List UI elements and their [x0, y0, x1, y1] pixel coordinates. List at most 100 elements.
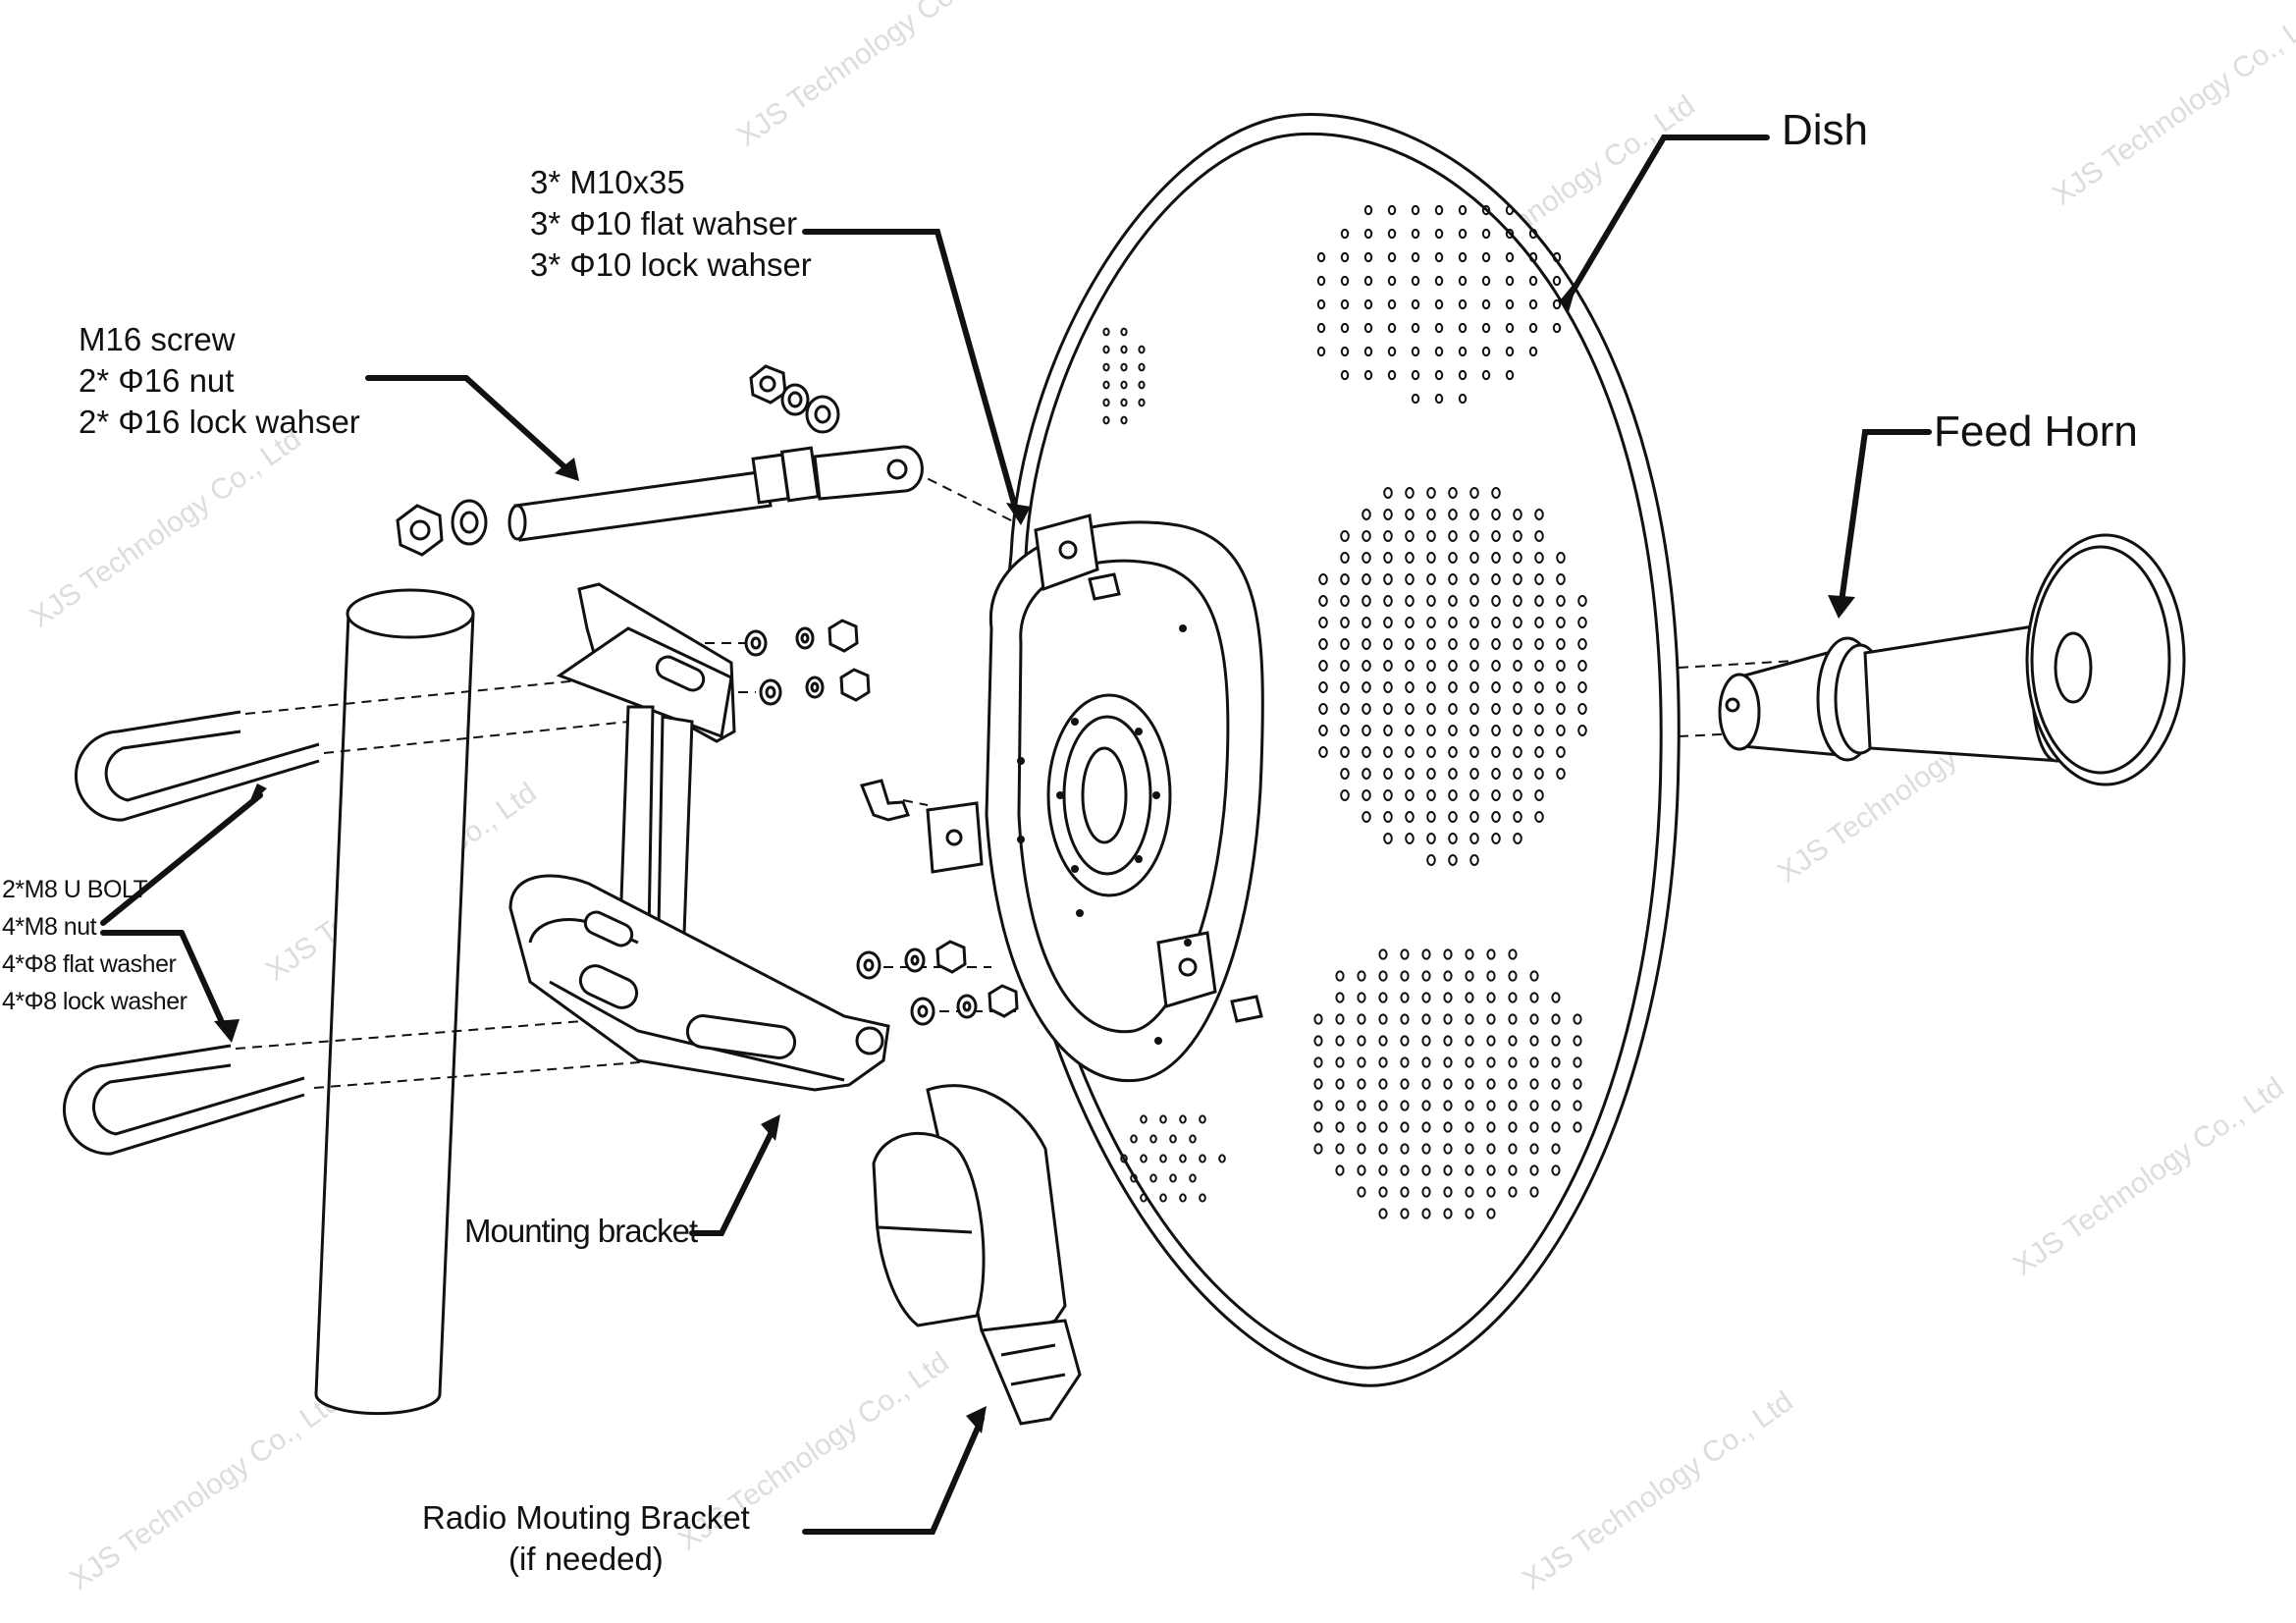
perforation-hole	[1405, 573, 1415, 585]
perforation-hole	[1448, 552, 1458, 564]
perforation-hole	[1491, 617, 1501, 628]
perforation-hole	[1387, 346, 1397, 357]
perforation-hole	[1513, 746, 1522, 758]
perforation-hole	[1469, 833, 1479, 844]
perforation-hole	[1387, 322, 1397, 334]
perforation-hole	[1481, 322, 1491, 334]
perforation-hole	[1556, 617, 1566, 628]
perforation-hole	[1426, 725, 1436, 736]
perforation-hole	[1426, 768, 1436, 780]
perforation-hole	[1458, 393, 1468, 405]
svg-text:XJS Technology Co., Ltd: XJS Technology Co., Ltd	[2007, 1071, 2290, 1282]
perforation-hole	[1556, 768, 1566, 780]
perforation-hole	[1383, 638, 1393, 650]
leader-lines	[100, 135, 1932, 1535]
perforation-hole	[1318, 681, 1328, 693]
perforation-hole	[1491, 595, 1501, 607]
perforation-hole	[1318, 746, 1328, 758]
perforation-hole	[1577, 660, 1587, 672]
perforation-hole	[1362, 530, 1371, 542]
perforation-hole	[1313, 1143, 1323, 1155]
perforation-hole	[1448, 768, 1458, 780]
perforation-hole	[1426, 811, 1436, 823]
perforation-hole	[1481, 369, 1491, 381]
perforation-hole	[1318, 638, 1328, 650]
perforation-hole	[1169, 1134, 1177, 1144]
perforation-hole	[1465, 1078, 1474, 1090]
perforation-hole	[1426, 703, 1436, 715]
perforation-hole	[1405, 509, 1415, 520]
perforation-hole	[1573, 1013, 1582, 1025]
svg-text:XJS Technology Co., Ltd: XJS Technology Co., Ltd	[2047, 1, 2296, 212]
perforation-hole	[1421, 1208, 1431, 1219]
perforation-hole	[1529, 1186, 1539, 1198]
perforation-hole	[1469, 638, 1479, 650]
perforation-hole	[1383, 768, 1393, 780]
u-bolt-lower	[63, 1044, 305, 1156]
perforation-hole	[1405, 833, 1415, 844]
perforation-hole	[1469, 595, 1479, 607]
perforation-hole	[1486, 1013, 1496, 1025]
perforation-hole	[1508, 1013, 1518, 1025]
perforation-hole	[1169, 1173, 1177, 1183]
perforation-hole	[1405, 681, 1415, 693]
perforation-hole	[1426, 552, 1436, 564]
perforation-hole	[1434, 275, 1444, 287]
perforation-hole	[1448, 660, 1458, 672]
perforation-hole	[1534, 703, 1544, 715]
perforation-hole	[1481, 275, 1491, 287]
perforation-hole	[1362, 595, 1371, 607]
perforation-hole	[1426, 530, 1436, 542]
perforation-hole	[1383, 487, 1393, 499]
perforation-hole	[1363, 204, 1373, 216]
perforation-hole	[1505, 275, 1515, 287]
perforation-hole	[1481, 228, 1491, 240]
perforation-hole	[1357, 1143, 1366, 1155]
perforation-hole	[1421, 970, 1431, 982]
perforation-hole	[1469, 509, 1479, 520]
perforation-hole	[1469, 725, 1479, 736]
perforation-hole	[1513, 509, 1522, 520]
perforation-hole	[1138, 345, 1146, 354]
perforation-hole	[1534, 552, 1544, 564]
perforation-hole	[1405, 487, 1415, 499]
perforation-hole	[1491, 833, 1501, 844]
perforation-hole	[1529, 1056, 1539, 1068]
perforation-hole	[1335, 1078, 1345, 1090]
perforation-hole	[1426, 573, 1436, 585]
perforation-hole	[1505, 369, 1515, 381]
perforation-hole	[1448, 703, 1458, 715]
perforation-hole	[1363, 369, 1373, 381]
perforation-hole	[1179, 1154, 1187, 1163]
perforation-hole	[1491, 703, 1501, 715]
perforation-hole	[1448, 617, 1458, 628]
perforation-hole	[1505, 251, 1515, 263]
perforation-hole	[1528, 251, 1538, 263]
perforation-hole	[1362, 509, 1371, 520]
perforation-hole	[1448, 487, 1458, 499]
perforation-hole	[1400, 1035, 1410, 1047]
perforation-hole	[1443, 1208, 1453, 1219]
perforation-hole	[1405, 746, 1415, 758]
perforation-hole	[1534, 595, 1544, 607]
perforation-hole	[1513, 768, 1522, 780]
perforation-hole	[1363, 298, 1373, 310]
perforation-hole	[1513, 811, 1522, 823]
dish-reflector	[985, 113, 1681, 1387]
perforation-hole	[1458, 204, 1468, 216]
perforation-hole	[1199, 1154, 1206, 1163]
perforation-hole	[1318, 573, 1328, 585]
perforation-hole	[1469, 789, 1479, 801]
perforation-hole	[1120, 415, 1128, 425]
perforation-hole	[1448, 833, 1458, 844]
perforation-hole	[1383, 509, 1393, 520]
perforation-hole	[1102, 380, 1110, 390]
perforation-hole	[1508, 1143, 1518, 1155]
perforation-hole	[1318, 617, 1328, 628]
perforation-hole	[1443, 948, 1453, 960]
perforation-hole	[1120, 362, 1128, 372]
perforation-hole	[1434, 346, 1444, 357]
perforation-hole	[1513, 617, 1522, 628]
perforation-hole	[1400, 970, 1410, 982]
perforation-hole	[1405, 811, 1415, 823]
